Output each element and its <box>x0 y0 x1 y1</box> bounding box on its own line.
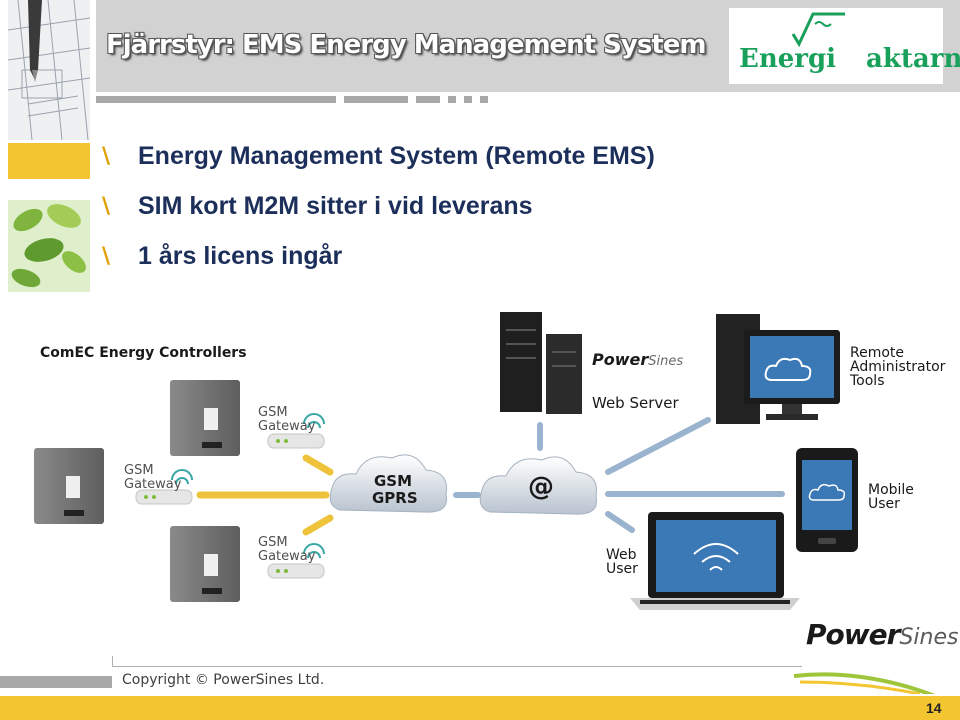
footer-divider <box>112 666 802 667</box>
header-divider <box>344 96 408 103</box>
bullet-item: \ 1 års licens ingår <box>102 236 342 276</box>
gsm-gateway-icon <box>267 543 325 579</box>
header-divider <box>448 96 456 103</box>
logo-text-part: Energi <box>739 44 837 74</box>
leaves-image <box>8 200 90 292</box>
header-divider <box>416 96 440 103</box>
gsm-cloud-icon <box>329 454 448 513</box>
energivaktarna-logo: Energi aktarna <box>729 8 960 84</box>
powersines-small-logo: PowerSines <box>592 350 684 369</box>
footer-grey-bar <box>0 676 112 688</box>
controllers-label: ComEC Energy Controllers <box>40 345 247 361</box>
bullet-icon: \ <box>102 143 111 169</box>
yellow-strip <box>8 143 90 179</box>
remote-admin-computer-icon <box>716 314 840 424</box>
header-divider <box>480 96 488 103</box>
logo-swoosh-icon <box>791 12 845 48</box>
energy-controller-icon <box>170 380 240 456</box>
mobile-phone-icon <box>796 448 858 552</box>
slide-title: Fjärrstyr: EMS Energy Management System <box>106 30 706 60</box>
energy-controller-icon <box>34 448 104 524</box>
internet-cloud-icon <box>479 456 598 515</box>
bullet-icon: \ <box>102 193 111 219</box>
header-divider <box>464 96 472 103</box>
internet-at-icon: @ <box>528 472 554 502</box>
powersines-logo-swoosh-icon <box>793 672 936 694</box>
bullet-item: \ SIM kort M2M sitter i vid leverans <box>102 186 533 226</box>
logo-text: Energi aktarna <box>739 44 960 74</box>
copyright-text: Copyright © PowerSines Ltd. <box>122 672 325 688</box>
page-number: 14 <box>926 700 942 716</box>
header-divider <box>96 96 336 103</box>
bullet-icon: \ <box>102 243 111 269</box>
gsm-gateway-icon <box>267 413 325 449</box>
web-server-icon <box>500 312 582 414</box>
gsm-link-lines <box>196 454 334 536</box>
bullet-text: 1 års licens ingår <box>138 241 343 270</box>
bullet-text: Energy Management System (Remote EMS) <box>138 141 655 170</box>
bullet-item: \ Energy Management System (Remote EMS) <box>102 136 655 176</box>
powersines-logo: PowerSines <box>806 618 959 651</box>
laptop-icon <box>630 512 800 610</box>
network-diagram <box>34 312 858 610</box>
footer-divider <box>112 656 113 667</box>
energy-controller-icon <box>170 526 240 602</box>
logo-text-part: aktarna <box>866 44 960 74</box>
footer-band <box>0 696 960 720</box>
bullet-text: SIM kort M2M sitter i vid leverans <box>138 191 533 220</box>
web-server-label: Web Server <box>592 394 679 412</box>
blueprint-image <box>8 0 90 140</box>
internet-link-lines <box>453 417 785 533</box>
gsm-gateway-icon <box>135 469 193 505</box>
